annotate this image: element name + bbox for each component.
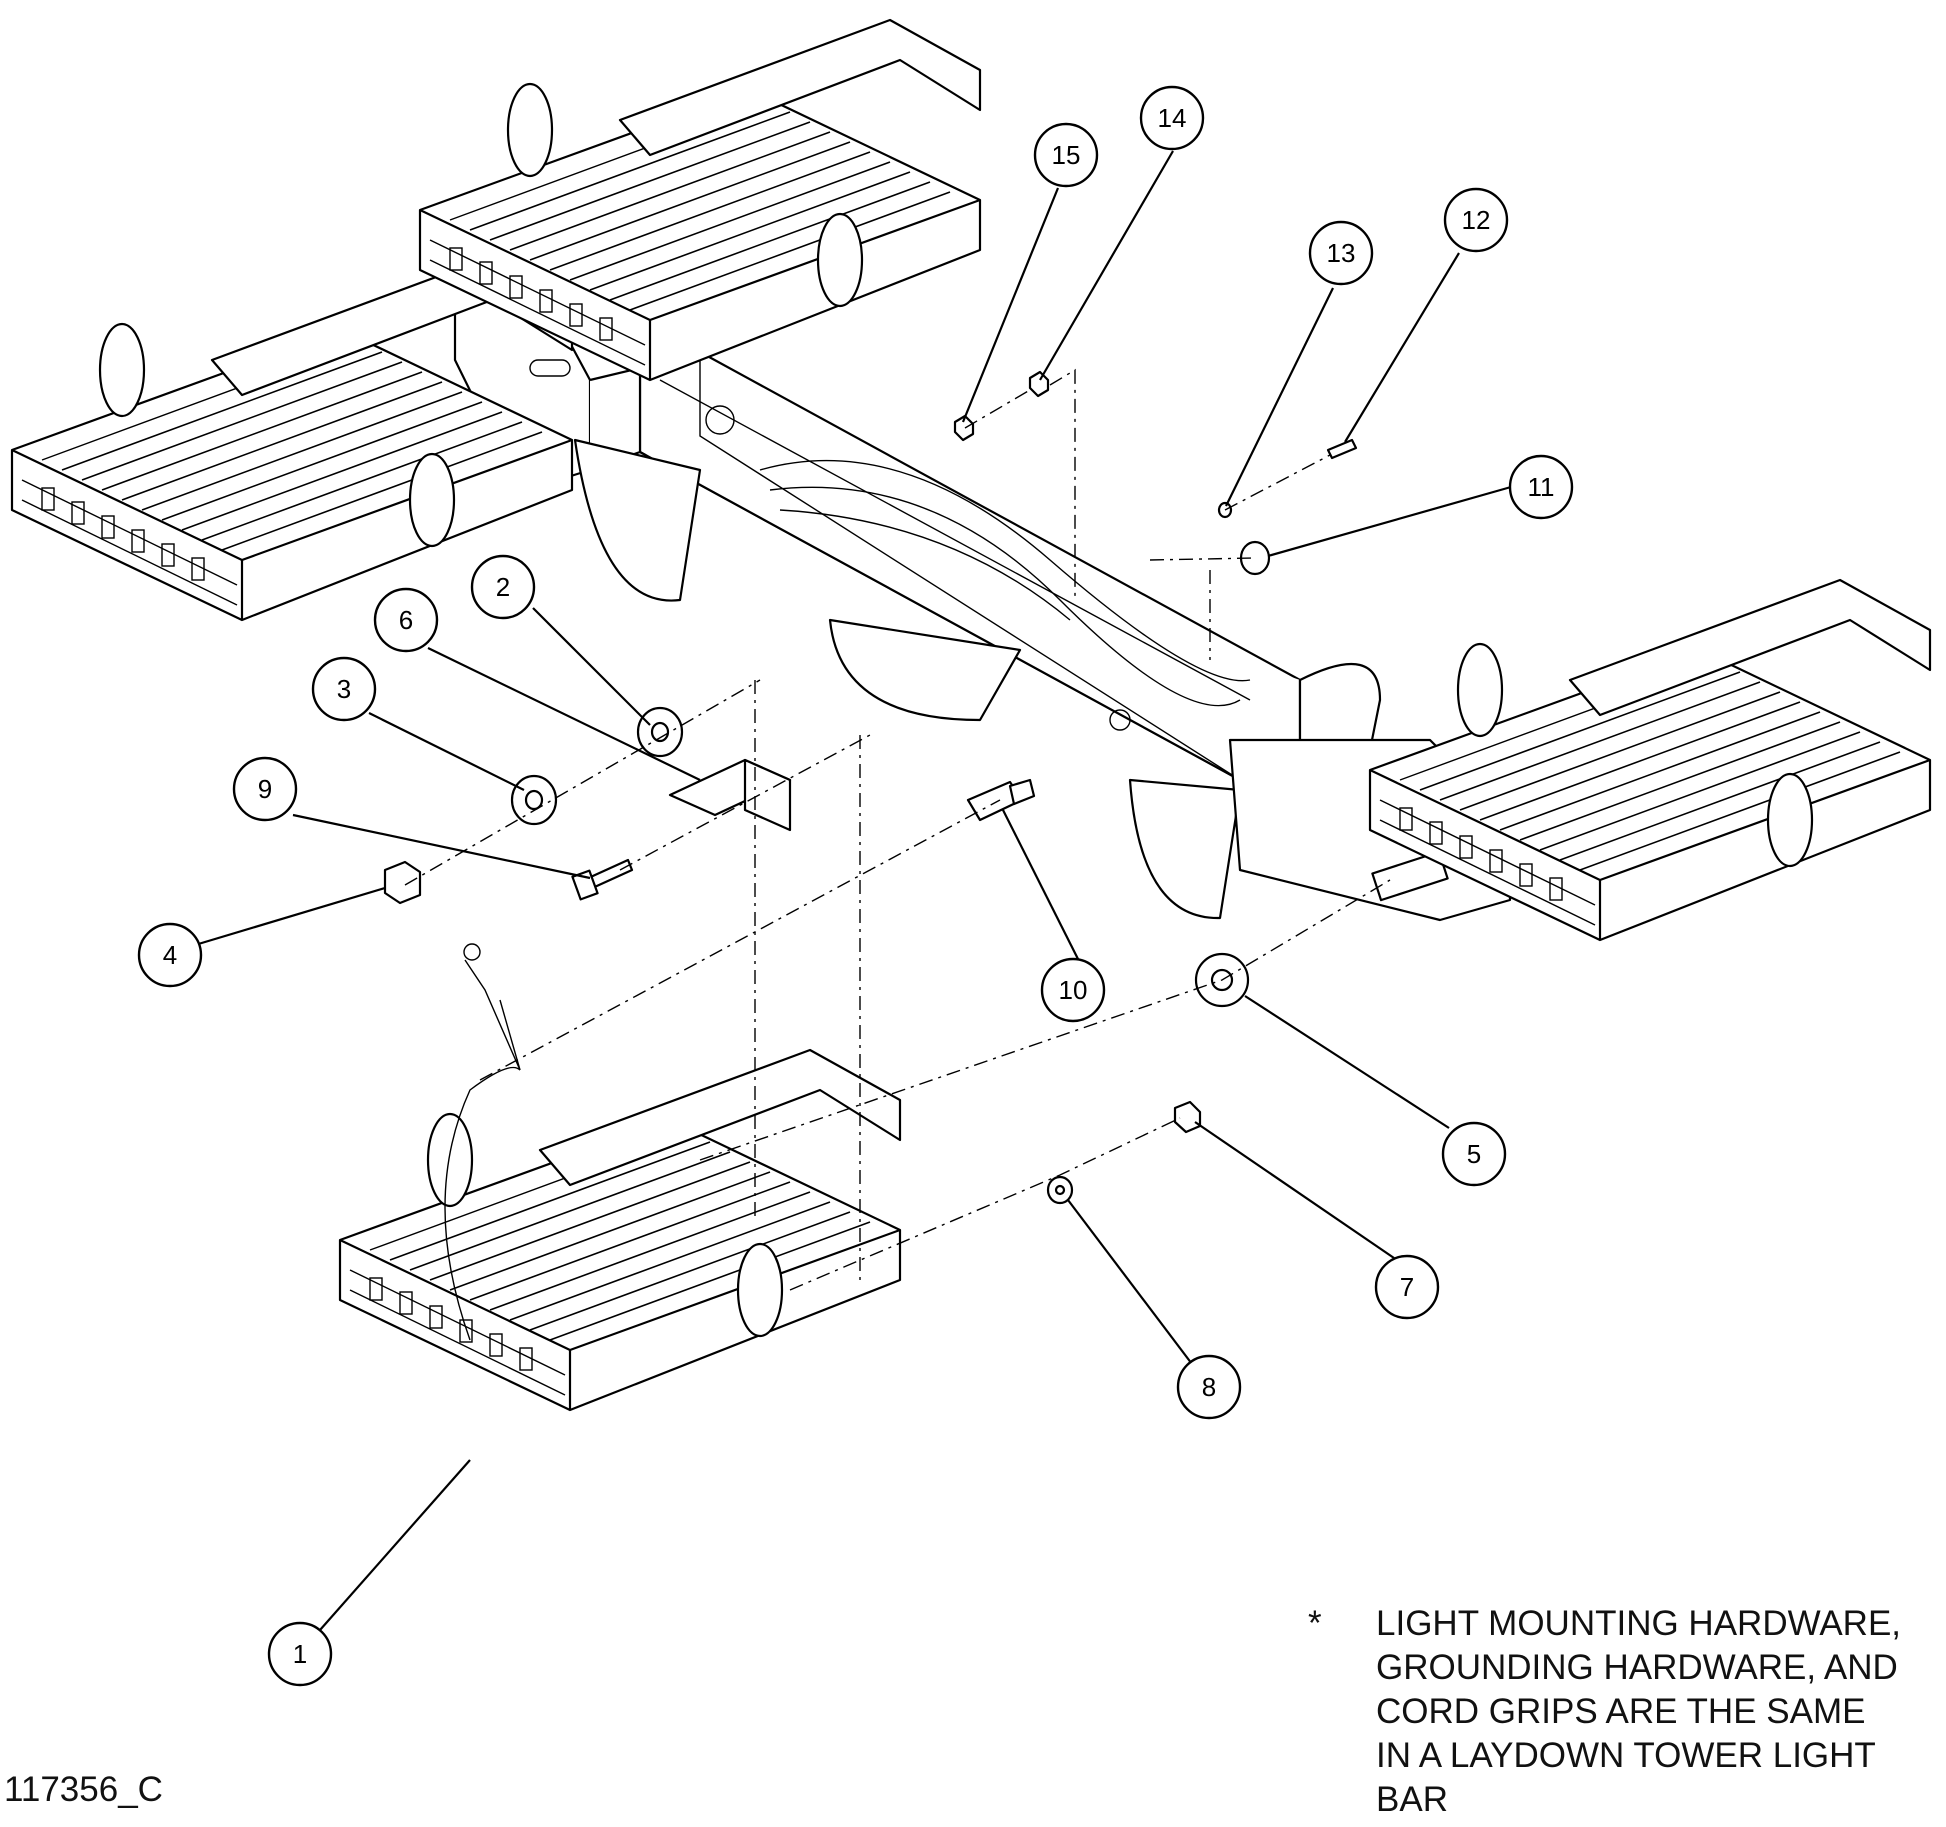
hardware-washer-2 [636,706,684,758]
note-text: LIGHT MOUNTING HARDWARE, GROUNDING HARDW… [1376,1602,1901,1822]
callout-11: 11 [1508,454,1574,520]
svg-text:13: 13 [1327,238,1356,268]
explosion-lines [404,368,1391,1291]
svg-text:8: 8 [1202,1372,1216,1402]
callout-15: 15 [1033,122,1099,188]
light-module-exploded-front [338,943,902,1412]
note-line: IN A LAYDOWN TOWER LIGHT [1376,1736,1876,1775]
svg-text:14: 14 [1158,103,1187,133]
callout-12: 12 [1443,187,1509,253]
callout-1: 1 [267,1621,333,1687]
callout-14: 14 [1139,85,1205,151]
callout-7: 7 [1374,1254,1440,1320]
hardware-nut-4 [383,860,422,905]
svg-text:10: 10 [1059,975,1088,1005]
svg-text:6: 6 [399,605,413,635]
callout-3: 3 [311,656,377,722]
hardware-cord-grip-10 [966,778,1036,822]
callout-5: 5 [1441,1121,1507,1187]
callout-10: 10 [1040,957,1106,1023]
svg-text:4: 4 [163,940,177,970]
callout-9: 9 [232,756,298,822]
callout-4: 4 [137,922,203,988]
hardware-screw-12 [1326,438,1358,460]
note-asterisk: * [1308,1604,1322,1643]
svg-text:1: 1 [293,1639,307,1669]
note-line: GROUNDING HARDWARE, AND [1376,1648,1898,1687]
note-line: LIGHT MOUNTING HARDWARE, [1376,1604,1902,1643]
svg-text:9: 9 [258,774,272,804]
drawing-number: 117356_C [4,1770,163,1809]
svg-text:2: 2 [496,572,510,602]
svg-text:12: 12 [1462,205,1491,235]
callout-13: 13 [1308,220,1374,286]
note-line: CORD GRIPS ARE THE SAME [1376,1692,1866,1731]
hardware-washer-8 [1046,1175,1074,1205]
svg-text:11: 11 [1528,472,1555,502]
svg-text:5: 5 [1467,1139,1481,1169]
svg-text:15: 15 [1052,140,1081,170]
hardware-nut-7 [1173,1100,1202,1134]
hardware-washer-3 [510,774,558,826]
note-line: BAR [1376,1780,1448,1819]
svg-text:7: 7 [1400,1272,1414,1302]
callout-6: 6 [373,587,439,653]
leader-lines [194,150,1512,1631]
callout-8: 8 [1176,1354,1242,1420]
hardware-bracket-6 [668,758,792,832]
svg-text:3: 3 [337,674,351,704]
hardware-nut-14 [1028,370,1050,398]
hardware-bolt-9 [571,858,634,901]
callout-2: 2 [470,554,536,620]
